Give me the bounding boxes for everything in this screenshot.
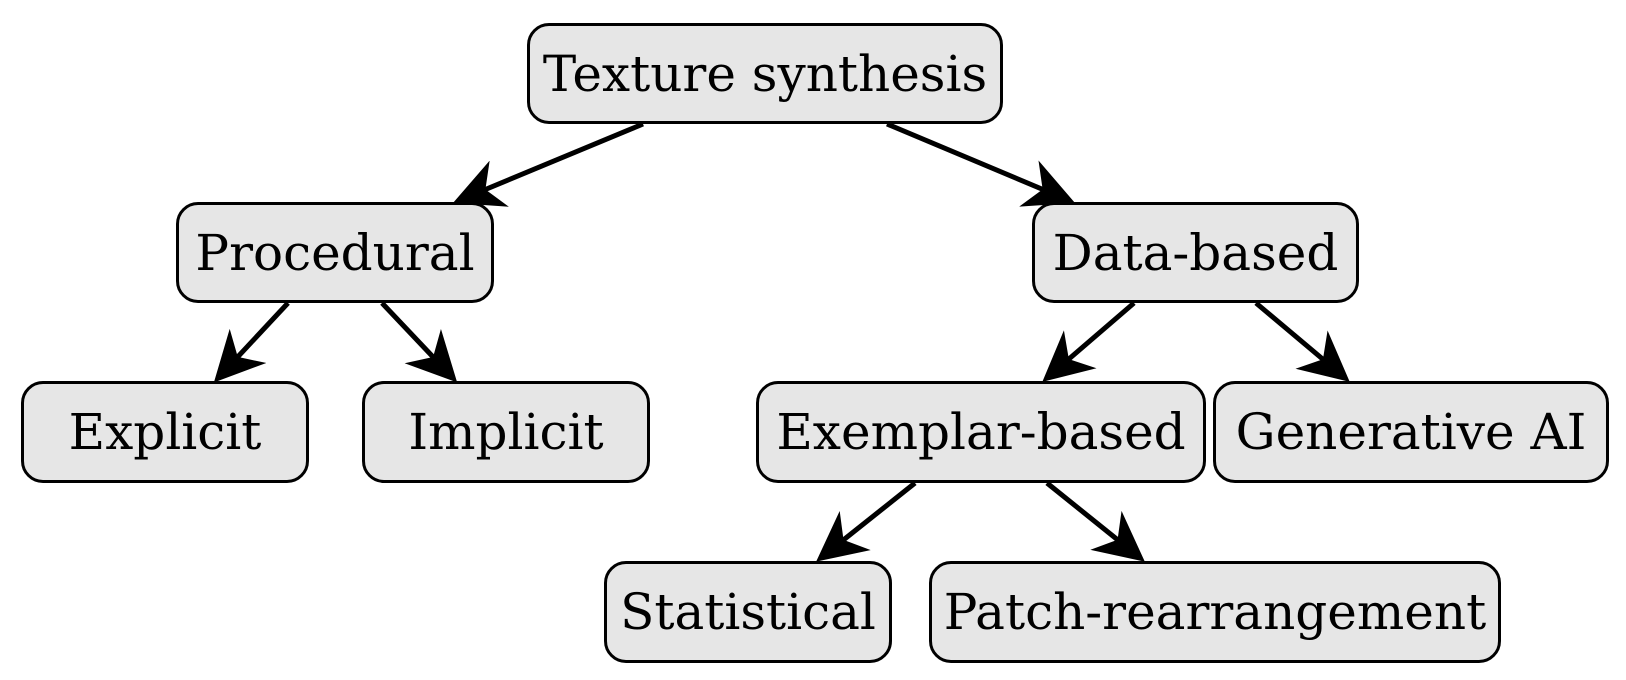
- edge-procedural-to-explicit: [213, 301, 290, 383]
- node-implicit: Implicit: [362, 381, 650, 483]
- edge-root-to-data-based: [886, 121, 1075, 207]
- edge-procedural-to-implicit: [380, 301, 458, 383]
- node-exemplar-based: Exemplar-based: [756, 381, 1206, 483]
- edge-data-based-to-generative-ai: [1254, 301, 1350, 382]
- edge-exemplar-based-to-patch-rearrangement: [1045, 481, 1145, 562]
- edge-exemplar-based-to-statistical: [816, 481, 917, 562]
- edge-data-based-to-exemplar-based: [1042, 301, 1136, 382]
- node-statistical: Statistical: [604, 561, 892, 663]
- node-patch-rearrangement: Patch-rearrangement: [929, 561, 1501, 663]
- node-texture-synthesis: Texture synthesis: [527, 23, 1003, 124]
- node-generative-ai: Generative AI: [1213, 381, 1609, 483]
- edge-root-to-procedural: [453, 121, 644, 207]
- node-data-based: Data-based: [1032, 202, 1359, 303]
- node-explicit: Explicit: [21, 381, 309, 483]
- node-procedural: Procedural: [176, 202, 494, 303]
